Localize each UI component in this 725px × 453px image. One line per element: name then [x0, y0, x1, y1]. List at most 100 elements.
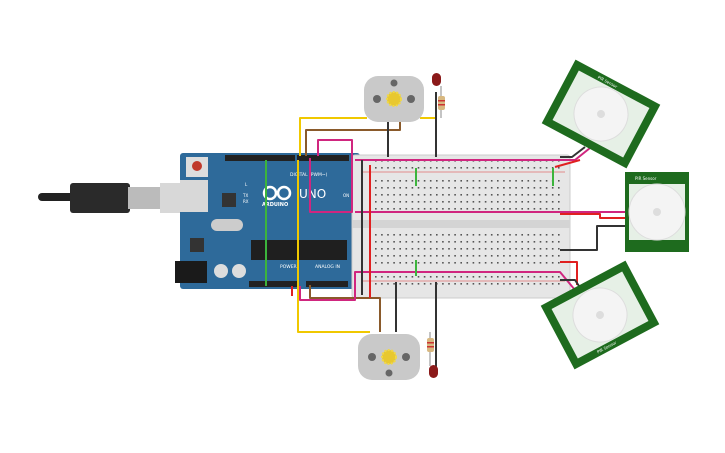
breadboard-hole[interactable] — [472, 208, 475, 210]
breadboard-hole[interactable] — [436, 241, 438, 243]
breadboard-hole[interactable] — [454, 201, 456, 203]
breadboard-hole[interactable] — [521, 276, 523, 278]
breadboard-hole[interactable] — [478, 208, 481, 210]
breadboard-hole[interactable] — [551, 241, 554, 243]
breadboard-hole[interactable] — [387, 262, 389, 264]
breadboard-hole[interactable] — [429, 194, 432, 196]
breadboard-hole[interactable] — [515, 194, 517, 196]
breadboard-hole[interactable] — [472, 276, 475, 278]
breadboard-hole[interactable] — [460, 208, 462, 210]
breadboard-hole[interactable] — [466, 187, 469, 189]
breadboard-hole[interactable] — [539, 248, 542, 250]
breadboard-hole[interactable] — [497, 283, 499, 285]
breadboard-hole[interactable] — [466, 248, 469, 250]
breadboard-hole[interactable] — [417, 194, 420, 196]
breadboard-hole[interactable] — [442, 262, 444, 264]
breadboard-hole[interactable] — [417, 283, 420, 285]
breadboard-hole[interactable] — [448, 208, 450, 210]
breadboard-hole[interactable] — [375, 167, 377, 169]
breadboard-hole[interactable] — [393, 201, 395, 203]
breadboard-hole[interactable] — [521, 234, 523, 236]
breadboard-hole[interactable] — [466, 201, 469, 203]
breadboard-hole[interactable] — [448, 187, 450, 189]
breadboard-hole[interactable] — [503, 180, 505, 182]
breadboard-hole[interactable] — [484, 248, 487, 250]
breadboard-hole[interactable] — [393, 283, 395, 285]
breadboard-hole[interactable] — [375, 187, 377, 189]
breadboard-hole[interactable] — [558, 248, 560, 250]
breadboard-hole[interactable] — [478, 262, 481, 264]
breadboard-hole[interactable] — [545, 234, 548, 236]
breadboard-hole[interactable] — [558, 262, 560, 264]
breadboard-hole[interactable] — [405, 187, 408, 189]
breadboard-hole[interactable] — [521, 194, 523, 196]
breadboard-hole[interactable] — [454, 208, 456, 210]
breadboard-hole[interactable] — [533, 283, 536, 285]
breadboard-hole[interactable] — [472, 248, 475, 250]
breadboard-hole[interactable] — [375, 283, 377, 285]
breadboard-hole[interactable] — [405, 255, 408, 257]
breadboard-hole[interactable] — [381, 262, 383, 264]
breadboard-hole[interactable] — [411, 187, 414, 189]
breadboard-hole[interactable] — [484, 262, 487, 264]
breadboard-hole[interactable] — [375, 201, 377, 203]
breadboard-hole[interactable] — [551, 234, 554, 236]
breadboard-hole[interactable] — [545, 167, 548, 169]
breadboard-hole[interactable] — [521, 241, 523, 243]
breadboard-hole[interactable] — [460, 180, 462, 182]
breadboard-hole[interactable] — [509, 248, 511, 250]
breadboard-hole[interactable] — [423, 187, 426, 189]
breadboard-hole[interactable] — [478, 180, 481, 182]
breadboard-hole[interactable] — [478, 187, 481, 189]
breadboard-hole[interactable] — [429, 241, 432, 243]
breadboard-hole[interactable] — [436, 255, 438, 257]
breadboard-hole[interactable] — [539, 187, 542, 189]
breadboard-hole[interactable] — [527, 208, 530, 210]
breadboard-hole[interactable] — [484, 276, 487, 278]
breadboard-hole[interactable] — [558, 283, 560, 285]
breadboard-hole[interactable] — [448, 167, 450, 169]
resistor-top[interactable] — [438, 86, 445, 118]
breadboard-hole[interactable] — [558, 255, 560, 257]
breadboard-hole[interactable] — [472, 180, 475, 182]
breadboard-hole[interactable] — [405, 208, 408, 210]
breadboard-hole[interactable] — [515, 187, 517, 189]
breadboard-hole[interactable] — [442, 167, 444, 169]
breadboard-hole[interactable] — [387, 276, 389, 278]
breadboard-hole[interactable] — [411, 283, 414, 285]
breadboard-hole[interactable] — [527, 283, 530, 285]
breadboard-hole[interactable] — [558, 187, 560, 189]
breadboard-hole[interactable] — [490, 167, 493, 169]
breadboard-hole[interactable] — [521, 255, 523, 257]
breadboard-hole[interactable] — [381, 194, 383, 196]
breadboard-hole[interactable] — [472, 194, 475, 196]
breadboard-hole[interactable] — [399, 180, 401, 182]
breadboard-hole[interactable] — [466, 283, 469, 285]
breadboard-hole[interactable] — [478, 276, 481, 278]
breadboard-hole[interactable] — [411, 208, 414, 210]
breadboard-hole[interactable] — [484, 201, 487, 203]
breadboard-hole[interactable] — [405, 262, 408, 264]
breadboard-hole[interactable] — [393, 262, 395, 264]
breadboard-hole[interactable] — [436, 180, 438, 182]
breadboard-hole[interactable] — [448, 194, 450, 196]
breadboard-hole[interactable] — [417, 234, 420, 236]
breadboard-hole[interactable] — [539, 276, 542, 278]
breadboard-hole[interactable] — [497, 248, 499, 250]
breadboard-hole[interactable] — [497, 194, 499, 196]
breadboard-hole[interactable] — [545, 187, 548, 189]
breadboard-hole[interactable] — [539, 180, 542, 182]
breadboard-hole[interactable] — [423, 208, 426, 210]
breadboard-hole[interactable] — [515, 248, 517, 250]
breadboard-hole[interactable] — [381, 248, 383, 250]
breadboard-hole[interactable] — [454, 180, 456, 182]
breadboard-hole[interactable] — [509, 167, 511, 169]
breadboard-hole[interactable] — [515, 241, 517, 243]
breadboard-hole[interactable] — [460, 262, 462, 264]
breadboard-hole[interactable] — [533, 241, 536, 243]
breadboard-hole[interactable] — [472, 167, 475, 169]
breadboard-hole[interactable] — [429, 276, 432, 278]
breadboard-hole[interactable] — [503, 241, 505, 243]
breadboard-hole[interactable] — [515, 283, 517, 285]
wire-pir-signal-1[interactable] — [309, 139, 353, 213]
